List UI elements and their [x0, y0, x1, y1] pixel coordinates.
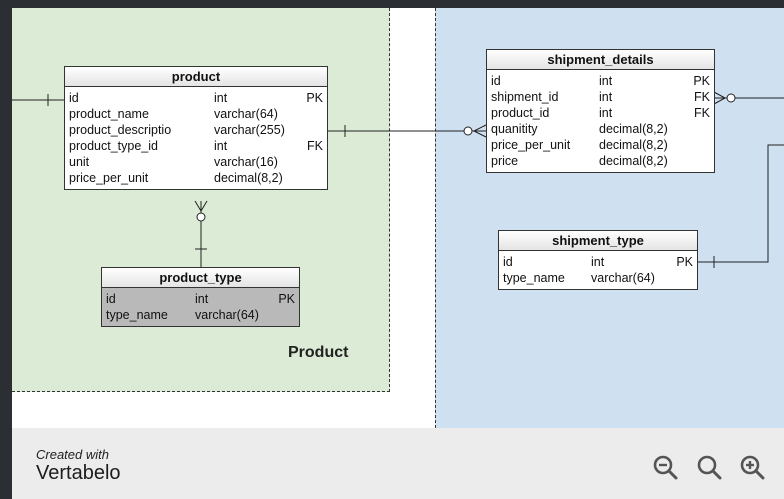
- column-key: FK: [694, 90, 710, 104]
- column-row[interactable]: price_per_unit decimal(8,2): [69, 170, 323, 186]
- column-name: product_id: [491, 106, 550, 120]
- column-type: int: [214, 91, 228, 105]
- created-with-text: Created with: [36, 447, 109, 462]
- column-type: varchar(64): [195, 308, 259, 322]
- column-type: decimal(8,2): [214, 171, 283, 185]
- column-name: product_name: [69, 107, 149, 121]
- column-type: decimal(8,2): [599, 138, 668, 152]
- column-key: FK: [307, 139, 323, 153]
- table-product[interactable]: product id int PK product_name varchar(64) …: [64, 66, 328, 190]
- table-header[interactable]: product: [65, 67, 327, 87]
- column-name: unit: [69, 155, 90, 169]
- table-shipment-type[interactable]: shipment_type id int PK type_name varchar(6…: [498, 230, 698, 290]
- column-row[interactable]: type_name varchar(64): [106, 307, 295, 323]
- column-type: int: [599, 74, 613, 88]
- column-type: int: [591, 255, 605, 269]
- column-type: varchar(255): [214, 123, 285, 137]
- column-type: int: [214, 139, 228, 153]
- column-name: id: [503, 255, 513, 269]
- column-type: decimal(8,2): [599, 154, 668, 168]
- footer-bar: Created with Vertabelo: [12, 428, 784, 499]
- zoom-reset-icon[interactable]: [696, 454, 722, 480]
- column-type: decimal(8,2): [599, 122, 668, 136]
- column-type: int: [599, 90, 613, 104]
- column-type: int: [195, 292, 209, 306]
- column-name: type_name: [503, 271, 565, 285]
- column-row[interactable]: product_name varchar(64): [69, 106, 323, 122]
- table-product-type[interactable]: product_type id int PK type_name varchar(64…: [101, 267, 300, 327]
- column-key: PK: [306, 91, 323, 105]
- column-row[interactable]: product_type_id int FK: [69, 138, 323, 154]
- column-name: id: [69, 91, 79, 105]
- column-row[interactable]: quanitity decimal(8,2): [491, 121, 710, 137]
- column-row[interactable]: type_name varchar(64): [503, 270, 693, 286]
- column-type: varchar(64): [214, 107, 278, 121]
- zoom-out-icon[interactable]: [652, 454, 678, 480]
- relationship-line-shipment-type: [698, 144, 784, 263]
- column-key: PK: [676, 255, 693, 269]
- area-label-product: Product: [288, 344, 349, 361]
- table-header[interactable]: product_type: [102, 268, 299, 288]
- column-name: quanitity: [491, 122, 538, 136]
- column-row[interactable]: price decimal(8,2): [491, 153, 710, 169]
- brand-name: Vertabelo: [36, 462, 121, 484]
- column-name: price_per_unit: [69, 171, 149, 185]
- column-name: product_descriptio: [69, 123, 172, 137]
- column-name: product_type_id: [69, 139, 158, 153]
- column-key: PK: [278, 292, 295, 306]
- column-row[interactable]: product_descriptio varchar(255): [69, 122, 323, 138]
- column-name: price_per_unit: [491, 138, 571, 152]
- column-name: shipment_id: [491, 90, 559, 104]
- column-row[interactable]: id int PK: [69, 90, 323, 106]
- column-type: varchar(64): [591, 271, 655, 285]
- relationship-lines: [12, 91, 784, 268]
- column-row[interactable]: id int PK: [503, 254, 693, 270]
- column-type: int: [599, 106, 613, 120]
- column-row[interactable]: unit varchar(16): [69, 154, 323, 170]
- column-row[interactable]: price_per_unit decimal(8,2): [491, 137, 710, 153]
- table-columns: id int PK product_name varchar(64) product_…: [65, 87, 327, 189]
- table-columns: id int PK type_name varchar(64): [102, 288, 299, 326]
- column-name: type_name: [106, 308, 168, 322]
- table-columns: id int PK type_name varchar(64): [499, 251, 697, 289]
- table-header[interactable]: shipment_details: [487, 50, 714, 70]
- column-key: FK: [694, 106, 710, 120]
- column-row[interactable]: id int PK: [491, 73, 710, 89]
- column-row[interactable]: id int PK: [106, 291, 295, 307]
- diagram-canvas[interactable]: Product: [12, 8, 784, 499]
- table-header[interactable]: shipment_type: [499, 231, 697, 251]
- column-key: PK: [693, 74, 710, 88]
- column-name: id: [491, 74, 501, 88]
- zoom-in-icon[interactable]: [739, 454, 765, 480]
- vertabelo-credit[interactable]: Created with Vertabelo: [36, 447, 121, 485]
- column-name: id: [106, 292, 116, 306]
- column-type: varchar(16): [214, 155, 278, 169]
- column-name: price: [491, 154, 519, 168]
- column-row[interactable]: product_id int FK: [491, 105, 710, 121]
- column-row[interactable]: shipment_id int FK: [491, 89, 710, 105]
